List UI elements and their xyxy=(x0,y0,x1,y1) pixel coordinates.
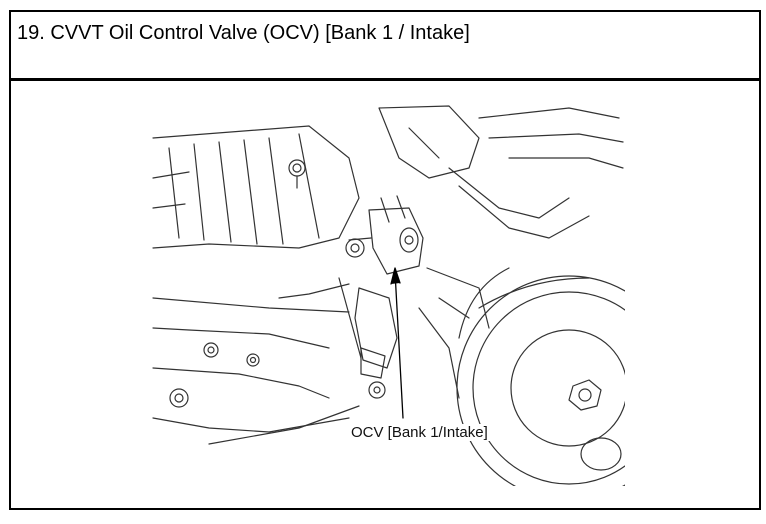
engine-line-drawing xyxy=(152,105,625,486)
pulley-bolt xyxy=(568,379,622,471)
content-frame: 19. CVVT Oil Control Valve (OCV) [Bank 1… xyxy=(9,10,761,510)
engine-block xyxy=(152,283,360,445)
engine-cover xyxy=(152,125,360,249)
belt xyxy=(418,267,490,399)
ocv-callout-label: OCV [Bank 1/Intake] xyxy=(349,424,490,441)
leader-arrow xyxy=(390,267,404,419)
page-title: 19. CVVT Oil Control Valve (OCV) [Bank 1… xyxy=(17,22,470,44)
engine-diagram: OCV [Bank 1/Intake] xyxy=(149,98,625,486)
sensor-bracket xyxy=(338,277,398,399)
bolt-top xyxy=(288,159,306,189)
ocv-valve xyxy=(345,195,424,275)
hose xyxy=(378,105,624,239)
bolt-left xyxy=(169,342,260,408)
header-bar: 19. CVVT Oil Control Valve (OCV) [Bank 1… xyxy=(11,12,759,81)
